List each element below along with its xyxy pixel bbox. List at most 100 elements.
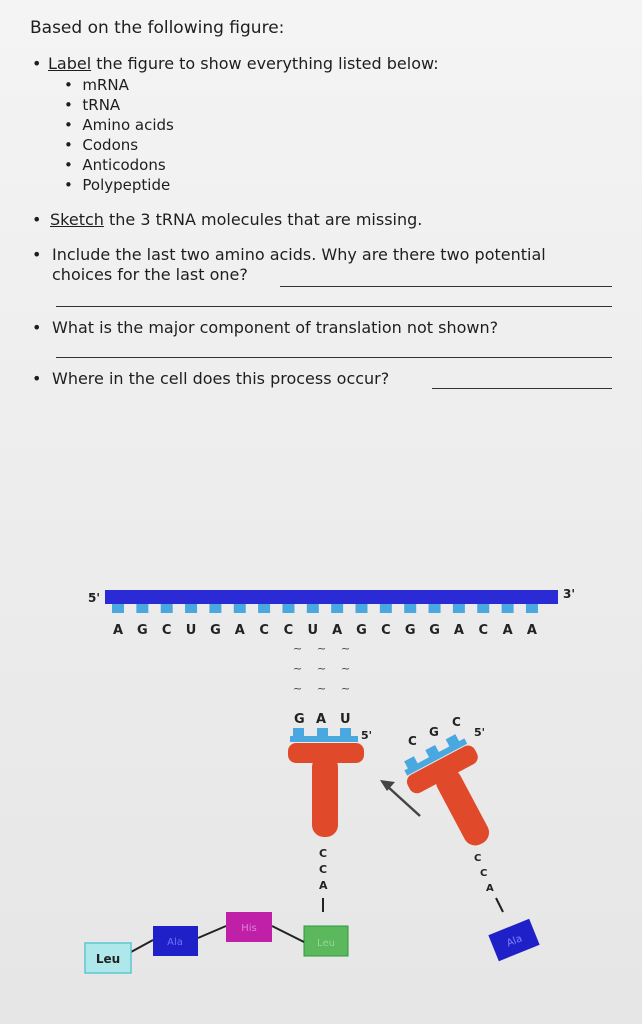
anticodon-base: G (294, 712, 305, 727)
q4-text: What is the major component of translati… (52, 318, 499, 337)
list-item: • mRNA (64, 76, 129, 94)
polypeptide-chain: Leu Ala His (84, 912, 305, 974)
mrna-base-tick (306, 604, 319, 613)
mrna-base-tick (477, 604, 490, 613)
amino-acid-label: His (241, 923, 257, 934)
mrna-base-tick (282, 604, 295, 613)
mrna-base-tick (525, 604, 538, 613)
mrna-base-ticks (112, 604, 538, 613)
list-item: • Anticodons (64, 156, 166, 174)
anticodon-bar (404, 738, 468, 776)
trna1-top-arm (288, 743, 364, 763)
q1-verb: Label (48, 54, 92, 73)
amino-acid-ala-incoming: Ala (488, 918, 540, 962)
mrna-base-tick (428, 604, 441, 613)
q1-text: Label the figure to show everything list… (48, 54, 439, 73)
acceptor-base: A (486, 883, 494, 894)
anticodon-tick (425, 744, 440, 759)
mrna-base: C (259, 623, 269, 638)
mrna-base: A (454, 623, 464, 638)
acceptor-base: C (319, 847, 327, 860)
mrna-base: A (235, 623, 245, 638)
list-item: • Amino acids (64, 116, 174, 134)
mrna-base: C (162, 623, 172, 638)
amino-acid-ala (153, 926, 198, 956)
anticodon-base: U (340, 712, 351, 727)
trna-1: G A U 5' C C A Leu (288, 712, 372, 957)
anticodon-bar (290, 736, 358, 742)
q2-bullet: • (32, 210, 42, 229)
pairing-mark: ~ (341, 642, 350, 655)
mrna-base: G (429, 623, 440, 638)
mrna-5prime-label: 5' (88, 591, 100, 605)
anticodon-tick (317, 728, 328, 737)
base-pairing-marks: ~ ~ ~ ~ ~ ~ ~ ~ ~ (293, 642, 350, 695)
peptide-bond (130, 939, 154, 953)
pairing-mark: ~ (317, 642, 326, 655)
amino-acid-his (226, 912, 272, 942)
amino-acid-label: Leu (317, 938, 335, 949)
trna2-top-arm (406, 745, 478, 794)
mrna-base: G (210, 623, 221, 638)
mrna-base: G (405, 623, 416, 638)
anticodon-tick (404, 756, 419, 770)
pairing-mark: ~ (293, 682, 302, 695)
mrna-base: A (113, 623, 123, 638)
mrna-base: A (332, 623, 342, 638)
mrna-base-tick (452, 604, 465, 613)
q2-text: Sketch the 3 tRNA molecules that are mis… (50, 210, 422, 229)
worksheet-heading: Based on the following figure: (30, 18, 285, 38)
q3-line2: choices for the last one? (52, 265, 248, 284)
anticodon-tick (293, 728, 304, 737)
acceptor-base: C (319, 863, 327, 876)
anticodon-base: C (408, 734, 417, 748)
mrna-base-tick (258, 604, 271, 613)
anticodon-base: C (452, 715, 461, 729)
q1-rest: the figure to show everything listed bel… (91, 54, 439, 73)
q5-bullet: • (32, 369, 42, 388)
mrna-base: C (381, 623, 391, 638)
q4-bullet: • (32, 318, 42, 337)
anticodon-tick (340, 728, 351, 737)
list-item: • Codons (64, 136, 139, 154)
q5-answer-line[interactable] (432, 388, 612, 389)
mrna-base: C (284, 623, 294, 638)
acceptor-base: A (319, 879, 328, 892)
q1-bullet: • (32, 54, 42, 73)
acceptor-base: C (480, 868, 487, 879)
pairing-mark: ~ (317, 682, 326, 695)
anticodon-tick (445, 734, 460, 748)
incoming-arrow (380, 780, 421, 817)
amino-acid-leu-attached (303, 925, 349, 957)
mrna-3prime-label: 3' (563, 587, 575, 601)
pairing-mark: ~ (341, 682, 350, 695)
trna1-5prime-label: 5' (361, 729, 372, 742)
mrna-base: G (137, 623, 148, 638)
amino-acid-label: Ala (167, 937, 183, 948)
trna2-5prime-label: 5' (474, 726, 485, 739)
mrna-base-tick (233, 604, 246, 613)
q2-rest: the 3 tRNA molecules that are missing. (103, 210, 423, 229)
peptide-bond (271, 925, 305, 943)
mrna-backbone (105, 590, 558, 604)
peptide-bond (197, 925, 227, 939)
list-item: • tRNA (64, 96, 121, 114)
pairing-mark: ~ (317, 662, 326, 675)
pairing-mark: ~ (293, 642, 302, 655)
mrna-base: A (527, 623, 537, 638)
q3-line1: Include the last two amino acids. Why ar… (52, 245, 546, 264)
mrna-base-tick (185, 604, 198, 613)
q3-answer-line-1[interactable] (280, 286, 612, 287)
trna2-stem (436, 769, 490, 846)
mrna-base: U (186, 623, 197, 638)
mrna-base: U (308, 623, 319, 638)
mrna-base-tick (331, 604, 344, 613)
amino-acid-leu (84, 942, 132, 974)
q4-answer-line[interactable] (56, 357, 612, 358)
q5-text: Where in the cell does this process occu… (52, 369, 390, 388)
trna1-stem (312, 755, 338, 837)
q3-answer-line-2[interactable] (56, 306, 612, 307)
mrna-base-tick (379, 604, 392, 613)
mrna-base-tick (136, 604, 149, 613)
